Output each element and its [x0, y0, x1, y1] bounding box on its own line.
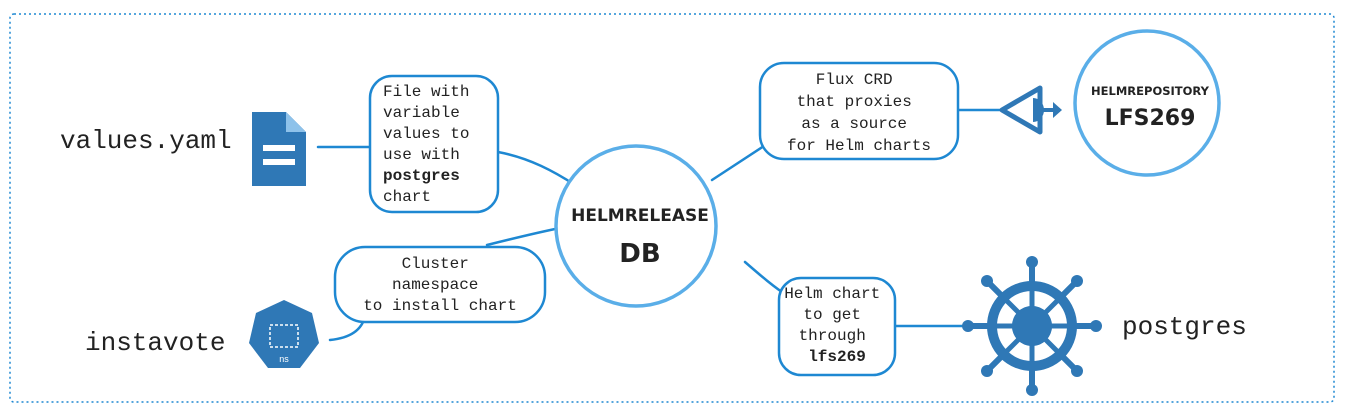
note-helm-line-4: lfs269: [808, 348, 866, 366]
helm-wheel-icon: [962, 256, 1102, 396]
helm-wheel-center: [1012, 306, 1052, 346]
note-namespace-line-3: to install chart: [363, 297, 517, 315]
note-file-box: [368, 74, 500, 214]
note-namespace-line-2: namespace: [392, 276, 478, 294]
note-flux-line-1: Flux CRD: [816, 71, 893, 89]
postgres-label: postgres: [1122, 312, 1247, 342]
namespace-heptagon: [249, 300, 319, 368]
helmrepository-subtitle: LFS269: [1105, 106, 1196, 131]
note-helm-line-2: to get: [803, 306, 861, 324]
note-helm-line-3: through: [799, 327, 866, 345]
helmrelease-node: HELMRELEASE DB: [554, 144, 718, 308]
helmrelease-title: HELMRELEASE: [571, 206, 709, 226]
helmrepository-title: HELMREPOSITORY: [1091, 84, 1210, 98]
note-file-text: File with variable values to use with po…: [383, 83, 479, 206]
helm-wheel-handles: [962, 256, 1102, 396]
note-helm-text: Helm chart to get through lfs269: [784, 285, 890, 366]
instavote-label: instavote: [85, 328, 225, 358]
note-file-line-4: use with: [383, 146, 460, 164]
note-namespace: Cluster namespace to install chart: [333, 245, 547, 324]
note-flux-line-3: as a source: [801, 115, 907, 133]
note-helm-chart: Helm chart to get through lfs269: [777, 276, 897, 377]
note-flux-text: Flux CRD that proxies as a source for He…: [787, 71, 931, 155]
note-namespace-box: [333, 245, 547, 324]
note-file-line-3: values to: [383, 125, 469, 143]
connector-namespace-note-to-center: [485, 226, 562, 247]
note-namespace-text: Cluster namespace to install chart: [363, 255, 517, 315]
eye-icon-pupil: [1033, 98, 1044, 122]
connector-center-to-flux: [710, 140, 772, 182]
helmrelease-subtitle: DB: [619, 239, 660, 269]
note-file-values: File with variable values to use with po…: [368, 74, 500, 214]
note-flux-box: [758, 61, 960, 161]
note-namespace-line-1: Cluster: [402, 255, 469, 273]
helmrelease-circle: [554, 144, 718, 308]
note-helm-line-1: Helm chart: [784, 285, 880, 303]
document-icon: [252, 112, 306, 186]
document-icon-line-1: [263, 145, 295, 151]
values-yaml-label: values.yaml: [60, 126, 232, 156]
note-flux-line-4: for Helm charts: [787, 137, 931, 155]
eye-icon-arrow-head: [1053, 102, 1062, 118]
document-icon-fold: [286, 112, 306, 132]
note-file-line-2: variable: [383, 104, 460, 122]
note-flux-line-2: that proxies: [797, 93, 912, 111]
note-file-line-5: postgres: [383, 167, 460, 185]
diagram-frame: [9, 13, 1335, 403]
eye-icon: [999, 85, 1062, 135]
note-helm-box: [777, 276, 897, 377]
note-flux-crd: Flux CRD that proxies as a source for He…: [758, 61, 960, 161]
note-file-line-1: File with: [383, 83, 469, 101]
kubernetes-namespace-icon: ns: [249, 300, 319, 368]
connector-note-to-center: [496, 150, 577, 187]
helmrepository-circle: [1073, 29, 1221, 177]
namespace-badge-text: ns: [279, 354, 289, 364]
document-icon-line-2: [263, 159, 295, 165]
helmrepository-node: HELMREPOSITORY LFS269: [1073, 29, 1221, 177]
note-file-line-6: chart: [383, 188, 431, 206]
